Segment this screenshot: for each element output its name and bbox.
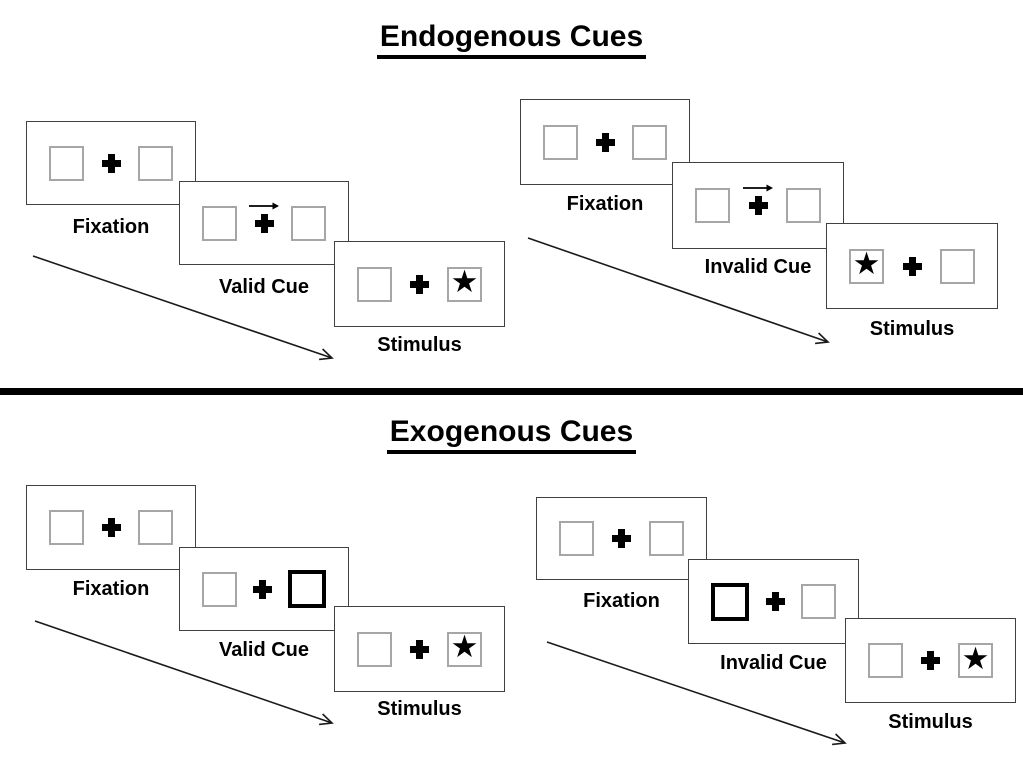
section-title-text: Exogenous Cues — [386, 415, 637, 454]
timeline-arrow-icon — [32, 255, 334, 361]
panel-label: Valid Cue — [218, 276, 310, 298]
stimulus-panel: ★ — [334, 606, 505, 692]
valid-cue-panel — [179, 181, 349, 265]
panel-label: Invalid Cue — [720, 652, 827, 674]
stimulus-panel: ★ — [334, 241, 505, 327]
section-divider — [0, 388, 1023, 395]
right-arrow-cue-icon — [249, 202, 279, 209]
left-placeholder-box — [49, 510, 84, 545]
timeline-arrow-icon — [527, 237, 830, 345]
panel-label: Stimulus — [377, 334, 462, 356]
fixation-cross-icon — [410, 274, 429, 294]
fixation-cross-icon — [249, 202, 279, 233]
star-stimulus-icon: ★ — [852, 246, 881, 282]
left-placeholder-box — [202, 571, 237, 607]
panel-label: Fixation — [72, 578, 150, 600]
fixation-cross-icon — [253, 579, 272, 599]
right-placeholder-box — [940, 248, 975, 284]
right-placeholder-box — [786, 188, 821, 223]
fixation-cross-icon — [743, 184, 773, 215]
fixation-cross-icon — [410, 639, 429, 659]
section-title-exogenous: Exogenous Cues — [0, 415, 1023, 454]
fixation-panel — [26, 485, 196, 570]
right-placeholder-box — [632, 124, 667, 160]
right-highlighted-cue-box — [288, 570, 326, 608]
right-placeholder-box — [291, 205, 326, 241]
invalid-cue-panel — [672, 162, 844, 249]
left-placeholder-box — [49, 145, 84, 181]
right-placeholder-box — [138, 145, 173, 181]
fixation-cross-icon — [765, 592, 785, 611]
panel-label: Fixation — [583, 590, 660, 612]
fixation-cross-icon — [921, 651, 940, 670]
star-stimulus-icon: ★ — [961, 640, 990, 677]
fixation-panel — [26, 121, 196, 205]
left-placeholder-box — [695, 188, 730, 223]
fixation-cross-icon — [612, 529, 631, 548]
fixation-cross-icon — [101, 518, 121, 537]
panel-label: Stimulus — [888, 711, 973, 733]
left-placeholder-box — [357, 266, 392, 302]
panel-label: Valid Cue — [218, 639, 310, 661]
section-title-text: Endogenous Cues — [376, 20, 647, 59]
left-placeholder-box — [868, 643, 903, 678]
invalid-cue-panel — [688, 559, 859, 644]
panel-label: Fixation — [72, 216, 150, 238]
panel-label: Fixation — [566, 193, 644, 215]
panel-label: Invalid Cue — [704, 256, 812, 278]
fixation-panel — [520, 99, 690, 185]
left-highlighted-cue-box — [711, 582, 749, 621]
valid-cue-panel — [179, 547, 349, 631]
right-placeholder-box — [801, 584, 836, 619]
left-target-box: ★ — [849, 246, 884, 284]
fixation-cross-icon — [902, 256, 922, 276]
fixation-cross-icon — [101, 153, 121, 173]
stimulus-panel: ★ — [845, 618, 1016, 703]
star-stimulus-icon: ★ — [450, 629, 479, 665]
left-placeholder-box — [559, 521, 594, 556]
right-placeholder-box — [649, 521, 684, 556]
stimulus-panel: ★ — [826, 223, 998, 309]
fixation-cross-icon — [595, 132, 615, 152]
right-placeholder-box — [138, 510, 173, 545]
star-stimulus-icon: ★ — [450, 264, 479, 300]
panel-label: Stimulus — [869, 318, 955, 340]
right-target-box: ★ — [958, 643, 993, 678]
right-target-box: ★ — [447, 629, 482, 667]
right-arrow-cue-icon — [743, 184, 773, 192]
left-placeholder-box — [357, 631, 392, 667]
fixation-panel — [536, 497, 707, 580]
panel-label: Stimulus — [377, 698, 462, 720]
timeline-arrow-icon — [34, 620, 334, 726]
right-target-box: ★ — [447, 264, 482, 302]
section-title-endogenous: Endogenous Cues — [0, 20, 1023, 59]
timeline-arrow-icon — [546, 641, 847, 746]
left-placeholder-box — [202, 205, 237, 241]
left-placeholder-box — [543, 124, 578, 160]
